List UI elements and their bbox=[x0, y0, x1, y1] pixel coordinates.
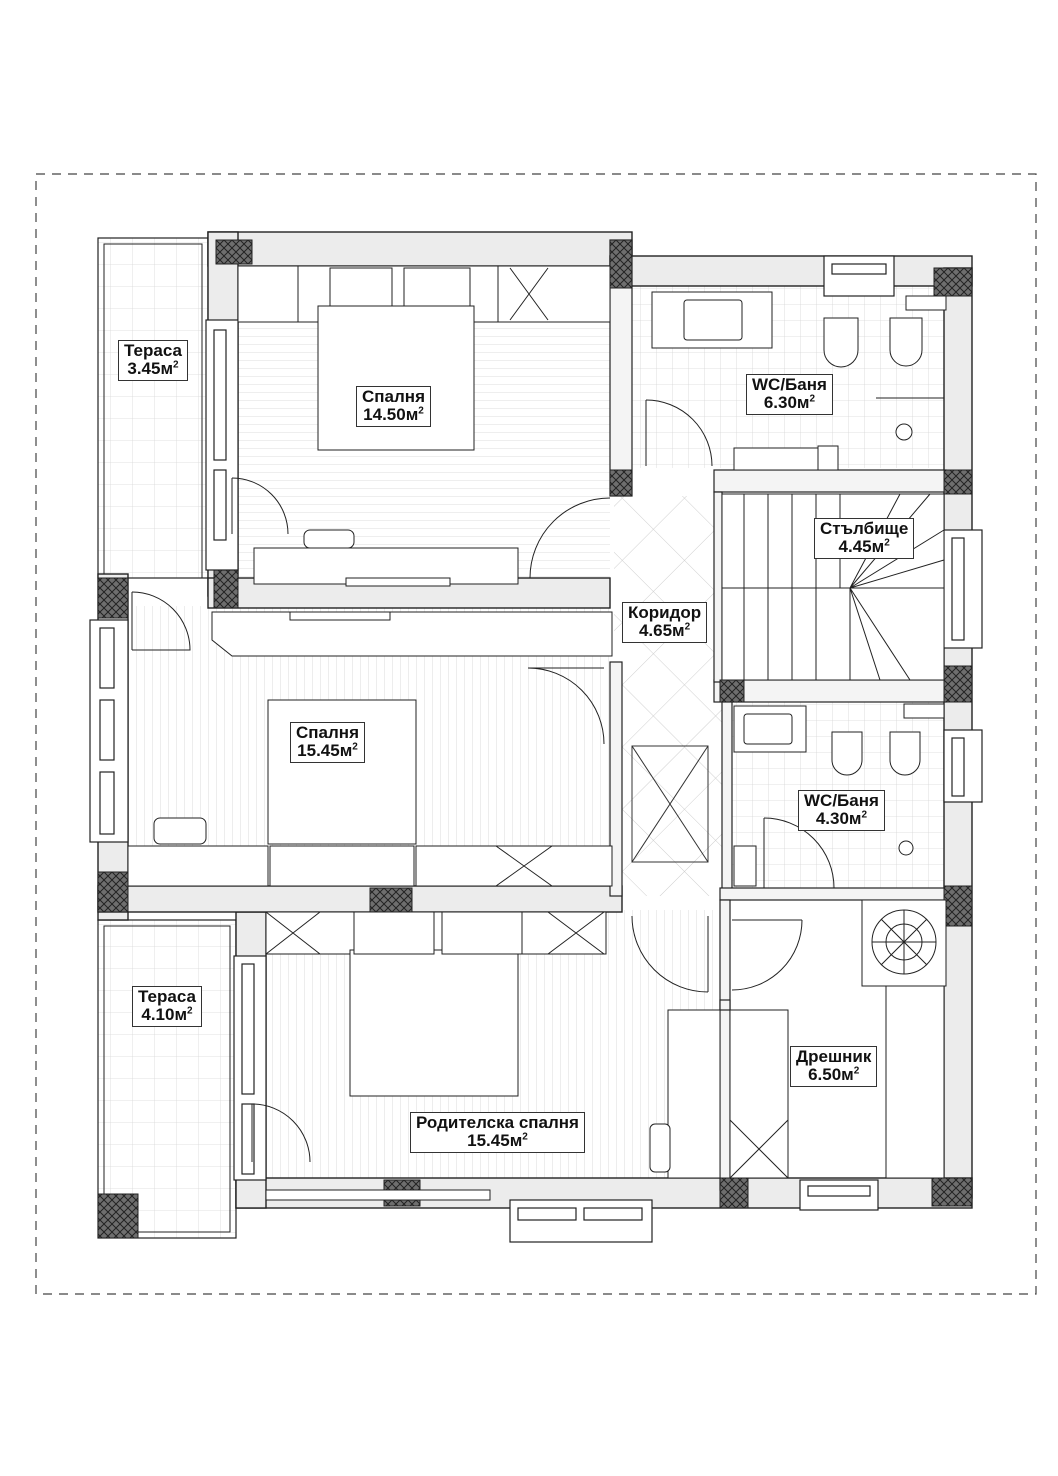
room-label-stairs: Стълбище 4.45м2 bbox=[814, 518, 915, 559]
master-furniture bbox=[265, 911, 721, 1201]
room-name: Тераса bbox=[124, 341, 182, 360]
room-name: WC/Баня bbox=[752, 375, 827, 394]
wc-mid-fixtures bbox=[733, 703, 945, 887]
terrace-top-area bbox=[97, 237, 209, 579]
room-name: Спалня bbox=[362, 387, 425, 406]
room-area: 14.50м2 bbox=[363, 404, 424, 424]
wc-top-fixtures bbox=[651, 291, 947, 471]
room-label-terrace-bottom: Тераса 4.10м2 bbox=[132, 986, 202, 1027]
corridor-rug bbox=[631, 745, 709, 863]
room-name: Коридор bbox=[628, 603, 702, 622]
room-label-bedroom-mid: Спалня 15.45м2 bbox=[290, 722, 365, 763]
room-label-wardrobe: Дрешник 6.50м2 bbox=[790, 1046, 878, 1087]
doors bbox=[131, 399, 835, 1163]
interior-walls bbox=[609, 239, 947, 1191]
room-name: Родителска спалня bbox=[416, 1113, 579, 1132]
room-area: 6.30м2 bbox=[763, 392, 816, 412]
windows bbox=[89, 255, 983, 1243]
room-name: Дрешник bbox=[796, 1047, 872, 1066]
room-area: 4.65м2 bbox=[638, 620, 691, 640]
room-label-master-bedroom: Родителска спалня 15.45м2 bbox=[410, 1112, 585, 1153]
wardrobe-fixtures bbox=[729, 899, 947, 1179]
room-area: 3.45м2 bbox=[127, 358, 179, 378]
room-label-wc-mid: WC/Баня 4.30м2 bbox=[798, 790, 885, 831]
room-area: 4.45м2 bbox=[838, 536, 890, 556]
room-name: WC/Баня bbox=[804, 791, 879, 810]
room-area: 4.10м2 bbox=[141, 1004, 193, 1024]
room-label-bedroom-top: Спалня 14.50м2 bbox=[356, 386, 431, 427]
floor-corridor bbox=[614, 496, 722, 896]
room-label-terrace-top: Тераса 3.45м2 bbox=[118, 340, 188, 381]
terrace-bottom-area bbox=[97, 919, 237, 1239]
room-area: 15.45м2 bbox=[297, 740, 358, 760]
room-area: 15.45м2 bbox=[467, 1130, 528, 1150]
room-label-corridor: Коридор 4.65м2 bbox=[622, 602, 708, 643]
room-area: 6.50м2 bbox=[808, 1064, 860, 1084]
room-name: Спалня bbox=[296, 723, 359, 742]
site-boundary bbox=[35, 173, 1037, 1295]
room-name: Тераса bbox=[138, 987, 196, 1006]
room-name: Стълбище bbox=[820, 519, 909, 538]
room-label-wc-top: WC/Баня 6.30м2 bbox=[746, 374, 833, 415]
room-area: 4.30м2 bbox=[815, 808, 868, 828]
